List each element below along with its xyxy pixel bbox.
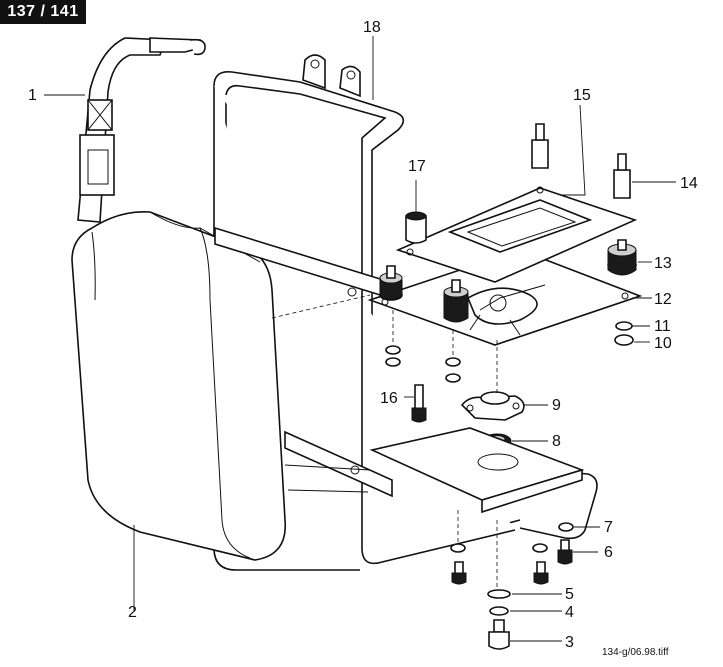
callout-18: 18 [363,19,381,36]
callout-15: 15 [573,87,591,104]
washer-set-part [385,321,634,553]
bolt-part [411,384,427,423]
leader-lines [44,36,676,642]
callout-16: 16 [380,390,398,407]
rubber-mount-part [379,239,637,323]
callout-8: 8 [552,433,561,450]
callout-12: 12 [654,291,672,308]
callout-7: 7 [604,519,613,536]
callout-6: 6 [604,544,613,561]
plate-upper-part [395,186,638,283]
bearing-housing-part [460,391,525,421]
callout-13: 13 [654,255,672,272]
callout-17: 17 [408,158,426,175]
strap-part [77,37,206,223]
callout-11: 11 [654,318,671,335]
callout-2: 2 [128,604,137,621]
callout-5: 5 [565,586,574,603]
spacer-part [531,123,631,199]
stack-bolt-part [487,589,511,650]
callout-9: 9 [552,397,561,414]
bottom-bolt-part [451,539,573,585]
sleeve-part [405,180,427,244]
cushion-part [71,211,286,561]
callout-3: 3 [565,634,574,651]
crossbar-lower [284,430,393,498]
callout-labels: 1 2 3 4 5 6 7 8 9 10 11 12 13 14 15 16 1… [28,19,698,651]
callout-14: 14 [680,175,698,192]
file-reference: 134-g/06.98.tiff [602,647,669,658]
page-indicator: 137 / 141 [0,0,86,24]
callout-4: 4 [565,604,574,621]
seat-plate-part [369,427,585,514]
callout-1: 1 [28,87,37,104]
callout-10: 10 [654,335,672,352]
centerlines [392,310,498,588]
